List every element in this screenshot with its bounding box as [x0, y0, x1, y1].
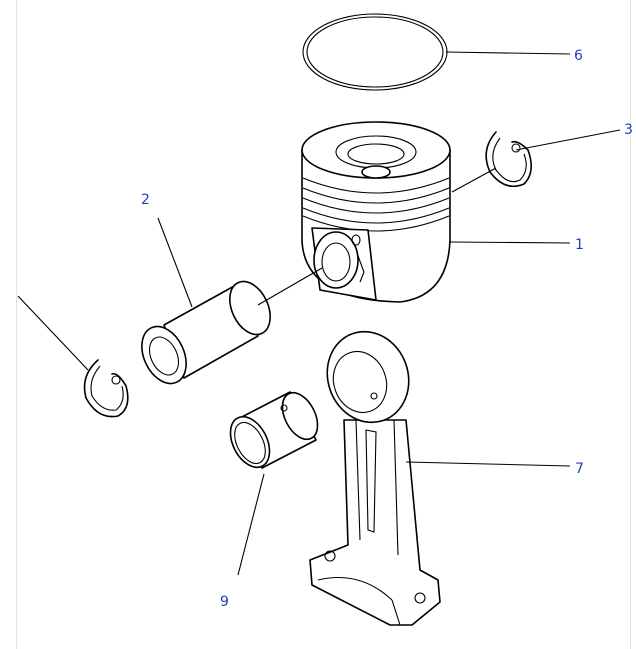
leader-1	[449, 241, 571, 244]
retaining-ring-right[interactable]	[485, 131, 532, 188]
callout-3-right: 3	[624, 122, 633, 138]
callout-1: 1	[575, 237, 584, 253]
callout-2: 2	[141, 192, 150, 208]
piston-ring[interactable]	[302, 13, 448, 91]
leader-3-right	[515, 129, 621, 151]
leader-6	[445, 51, 571, 55]
bushing[interactable]	[223, 387, 325, 474]
leader-2	[157, 217, 193, 308]
callout-6: 6	[574, 48, 583, 64]
piston[interactable]	[301, 121, 451, 303]
leader-9	[237, 473, 265, 576]
callout-labels: 6 3 2 1 3 7 9	[0, 48, 633, 610]
callout-7: 7	[575, 461, 584, 477]
frame-border-right	[630, 0, 631, 649]
piston-pin[interactable]	[133, 275, 278, 391]
connecting-rod[interactable]	[309, 320, 441, 626]
frame-border-left	[16, 0, 17, 649]
leader-3-left	[17, 295, 89, 371]
pin-alignment-line	[257, 267, 323, 306]
callout-3-left: 3	[0, 278, 1, 294]
ring-alignment-line	[451, 167, 497, 193]
retaining-ring-left[interactable]	[83, 359, 129, 418]
leader-7	[405, 461, 571, 467]
leader-lines	[17, 51, 621, 576]
callout-9: 9	[220, 594, 229, 610]
